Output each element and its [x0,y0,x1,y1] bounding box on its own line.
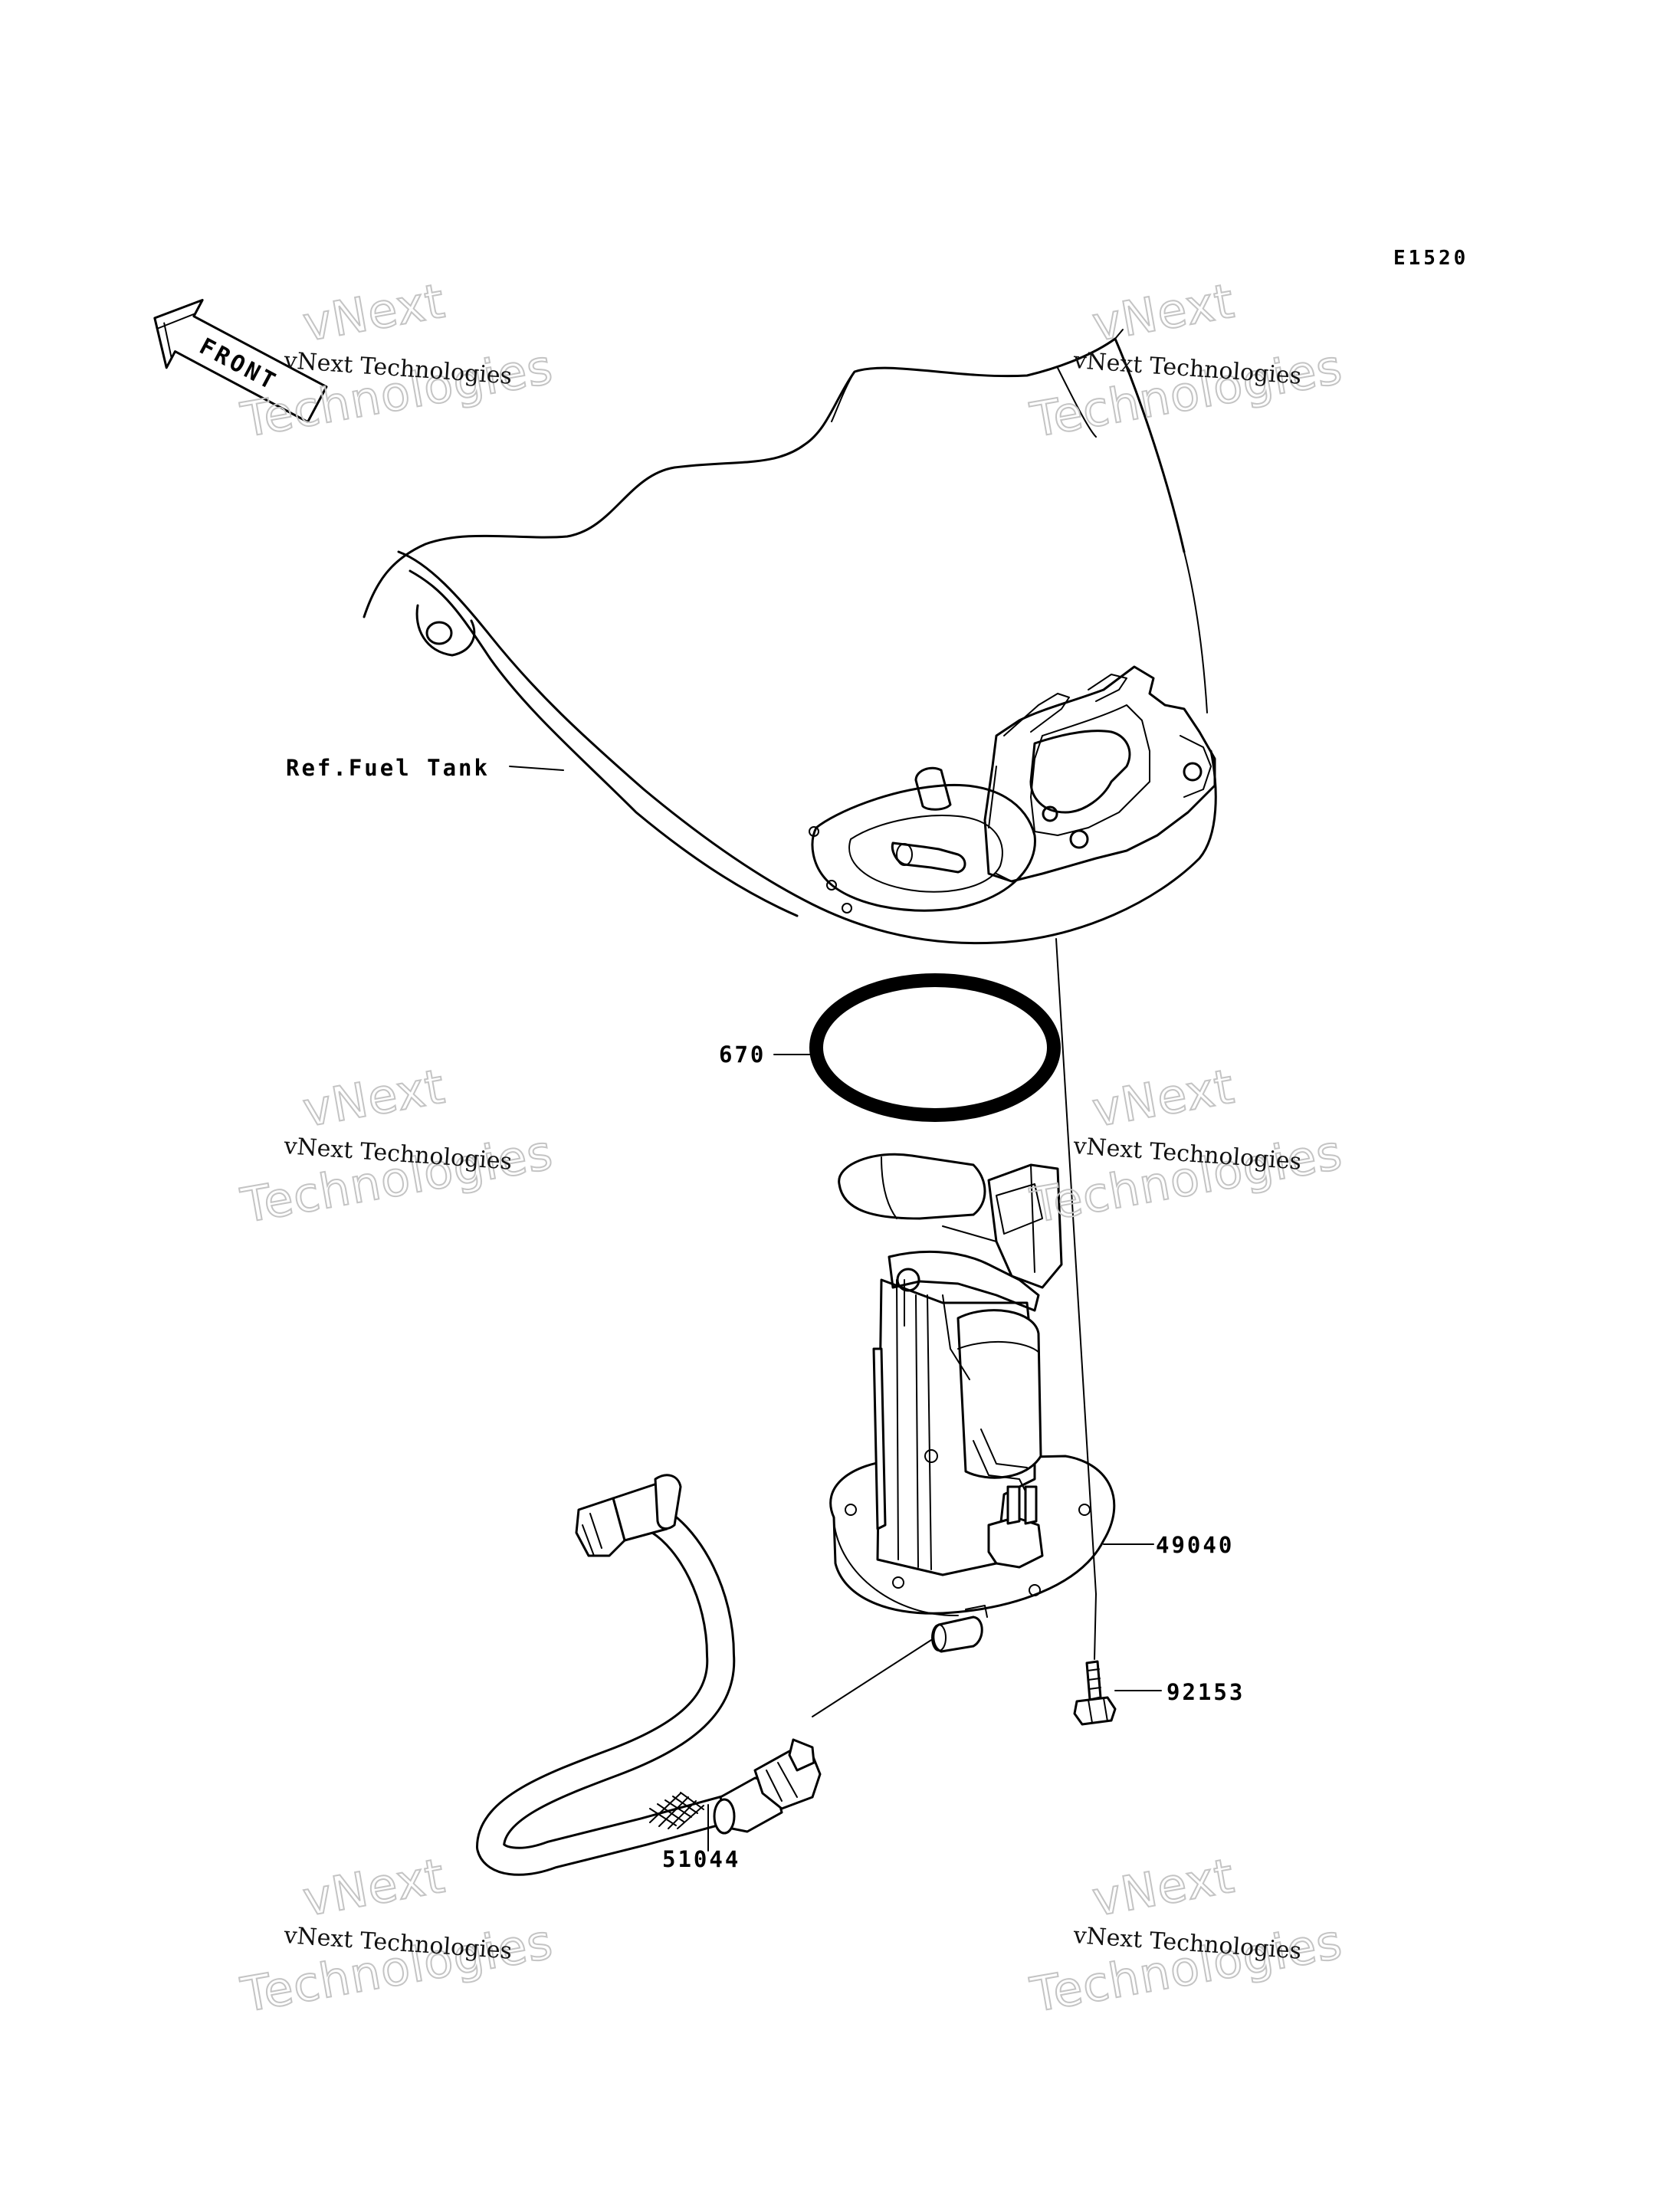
fuel-tank [363,329,1217,945]
watermark-top: vNext [299,273,449,353]
fuel-hose-51044 [476,1474,822,1876]
watermark: vNext Technologies vNext Technologies [236,1058,558,1235]
watermark-top: vNext [1088,1848,1239,1927]
watermark-top: vNext [1088,273,1239,353]
watermark: vNext Technologies vNext Technologies [1025,1058,1347,1235]
watermark: vNext Technologies vNext Technologies [1025,272,1347,449]
fuel-pump-assembly [829,1153,1116,1653]
watermark-top: vNext [299,1058,449,1138]
callout-fuel-tank: Ref.Fuel Tank [286,755,490,781]
callout-49040: 49040 [1156,1532,1234,1558]
watermark-top: vNext [299,1848,449,1927]
watermark-top: vNext [1088,1058,1239,1138]
callout-670: 670 [719,1041,766,1068]
callout-92153: 92153 [1166,1679,1245,1705]
gasket-670 [809,973,1061,1122]
diagram-code: E1520 [1393,247,1468,270]
watermark: vNext Technologies vNext Technologies [1025,1847,1347,2024]
callout-51044: 51044 [662,1846,740,1872]
bolt-92153 [1073,1660,1117,1726]
hose-mesh-sleeve [649,1792,704,1829]
leader-lines [509,766,1162,1852]
watermark: vNext Technologies vNext Technologies [236,272,558,449]
